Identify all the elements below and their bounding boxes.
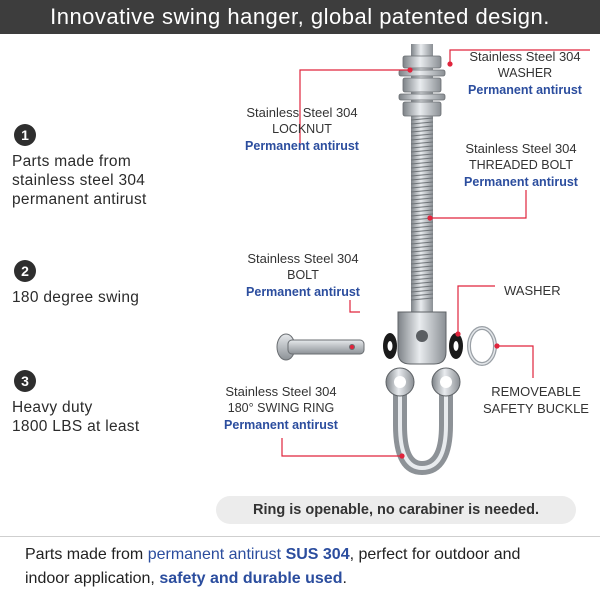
- feature-text: Parts made from: [12, 153, 132, 170]
- label-bolt: Stainless Steel 304 BOLT Permanent antir…: [228, 250, 378, 301]
- label-material: Stainless Steel 304: [225, 384, 337, 399]
- feature-number-badge: 1: [14, 124, 36, 146]
- label-part: REMOVEABLE: [491, 384, 581, 399]
- label-safety-buckle: REMOVEABLE SAFETY BUCKLE: [476, 383, 596, 417]
- feature-number-badge: 2: [14, 260, 36, 282]
- footer-line-1: Parts made from permanent antirust SUS 3…: [25, 543, 520, 567]
- footer-text: indoor application,: [25, 570, 160, 587]
- label-feature: Permanent antirust: [245, 139, 359, 153]
- label-part: 180° SWING RING: [227, 401, 335, 415]
- label-part: WASHER: [497, 66, 553, 80]
- leader-lines: [281, 49, 590, 459]
- footer-highlight-bold: SUS 304: [285, 546, 350, 563]
- label-material: Stainless Steel 304: [469, 49, 581, 64]
- feature-3: 3 Heavy duty 1800 LBS at least: [12, 370, 192, 436]
- footer-highlight-bold: safety and durable used: [159, 570, 343, 587]
- footer-description: Parts made from permanent antirust SUS 3…: [0, 536, 600, 592]
- label-threaded-bolt: Stainless Steel 304 THREADED BOLT Perman…: [446, 140, 596, 191]
- label-material: Stainless Steel 304: [247, 251, 359, 266]
- label-part: SAFETY BUCKLE: [483, 401, 589, 416]
- feature-1: 1 Parts made from stainless steel 304 pe…: [12, 124, 192, 209]
- footer-line-2: indoor application, safety and durable u…: [25, 567, 347, 591]
- label-feature: Permanent antirust: [468, 83, 582, 97]
- label-locknut: Stainless Steel 304 LOCKNUT Permanent an…: [222, 104, 382, 155]
- footer-highlight: permanent antirust: [147, 546, 286, 563]
- footer-text: .: [342, 570, 347, 587]
- page-banner: Innovative swing hanger, global patented…: [0, 0, 600, 34]
- label-feature: Permanent antirust: [246, 285, 360, 299]
- swivel-clevis-part: [397, 311, 447, 365]
- footer-text: Parts made from: [25, 546, 148, 563]
- footer-text: , perfect for outdoor and: [349, 546, 521, 563]
- feature-text: 180 degree swing: [12, 289, 140, 306]
- openable-note: Ring is openable, no carabiner is needed…: [216, 496, 576, 524]
- feature-number-badge: 3: [14, 370, 36, 392]
- locknut-stack-part: [398, 55, 446, 117]
- label-swing-ring: Stainless Steel 304 180° SWING RING Perm…: [206, 383, 356, 434]
- feature-text: stainless steel 304: [12, 172, 146, 189]
- label-feature: Permanent antirust: [464, 175, 578, 189]
- feature-text: Heavy duty: [12, 399, 93, 416]
- feature-text: permanent antirust: [12, 191, 147, 208]
- safety-buckle-part: [467, 326, 497, 366]
- bolt-pin-part: [276, 333, 365, 361]
- label-part: BOLT: [287, 268, 319, 282]
- feature-text: 1800 LBS at least: [12, 418, 140, 435]
- label-washer-side: WASHER: [504, 282, 594, 299]
- label-washer-top: Stainless Steel 304 WASHER Permanent ant…: [455, 48, 595, 99]
- label-part: WASHER: [504, 283, 561, 298]
- label-part: LOCKNUT: [272, 122, 332, 136]
- label-part: THREADED BOLT: [469, 158, 573, 172]
- label-material: Stainless Steel 304: [465, 141, 577, 156]
- label-feature: Permanent antirust: [224, 418, 338, 432]
- feature-2: 2 180 degree swing: [12, 260, 192, 307]
- swing-ring-part: [385, 367, 461, 476]
- label-material: Stainless Steel 304: [246, 105, 358, 120]
